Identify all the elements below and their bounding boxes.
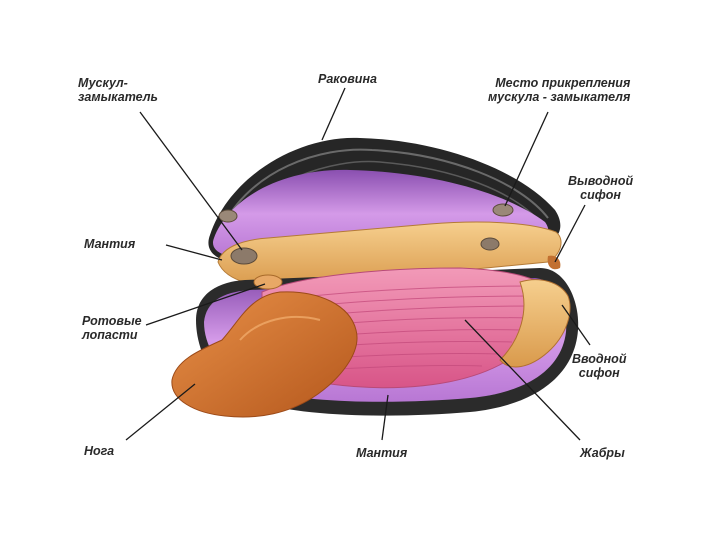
leader-mantle-lower bbox=[381, 394, 389, 441]
leader-shell bbox=[321, 87, 346, 141]
label-shell: Раковина bbox=[318, 72, 377, 86]
leader-mantle-upper bbox=[165, 244, 223, 261]
leader-lines bbox=[125, 87, 591, 441]
label-mantle-upper: Мантия bbox=[84, 237, 136, 251]
label-inhalant-siphon: Вводной сифон bbox=[572, 352, 627, 380]
siphon-mantle bbox=[499, 279, 571, 368]
muscle-scar-rear bbox=[492, 203, 514, 217]
label-muscle-attachment: Место прикрепления мускула - замыкателя bbox=[488, 76, 631, 104]
leader-oral-lobes bbox=[145, 283, 266, 326]
leader-exhalant bbox=[554, 204, 586, 263]
adductor-muscle-rear bbox=[480, 237, 500, 251]
label-mantle-lower: Мантия bbox=[356, 446, 408, 460]
leader-foot bbox=[125, 383, 196, 441]
label-adductor-muscle: Мускул- замыкатель bbox=[78, 76, 158, 104]
exhalant-siphon bbox=[547, 255, 561, 270]
muscle-scar-front bbox=[218, 209, 238, 223]
leader-gills bbox=[464, 319, 581, 441]
label-exhalant-siphon: Выводной сифон bbox=[568, 174, 634, 202]
leader-attachment bbox=[504, 111, 549, 207]
leader-inhalant bbox=[561, 304, 591, 346]
adductor-muscle-front bbox=[230, 247, 258, 265]
label-oral-lobes: Ротовые лопасти bbox=[82, 314, 142, 342]
label-foot: Нога bbox=[84, 444, 115, 458]
upper-shell-lines bbox=[221, 148, 549, 229]
label-gills: Жабры bbox=[580, 446, 625, 460]
foot bbox=[171, 291, 358, 418]
leader-adductor bbox=[139, 111, 243, 251]
